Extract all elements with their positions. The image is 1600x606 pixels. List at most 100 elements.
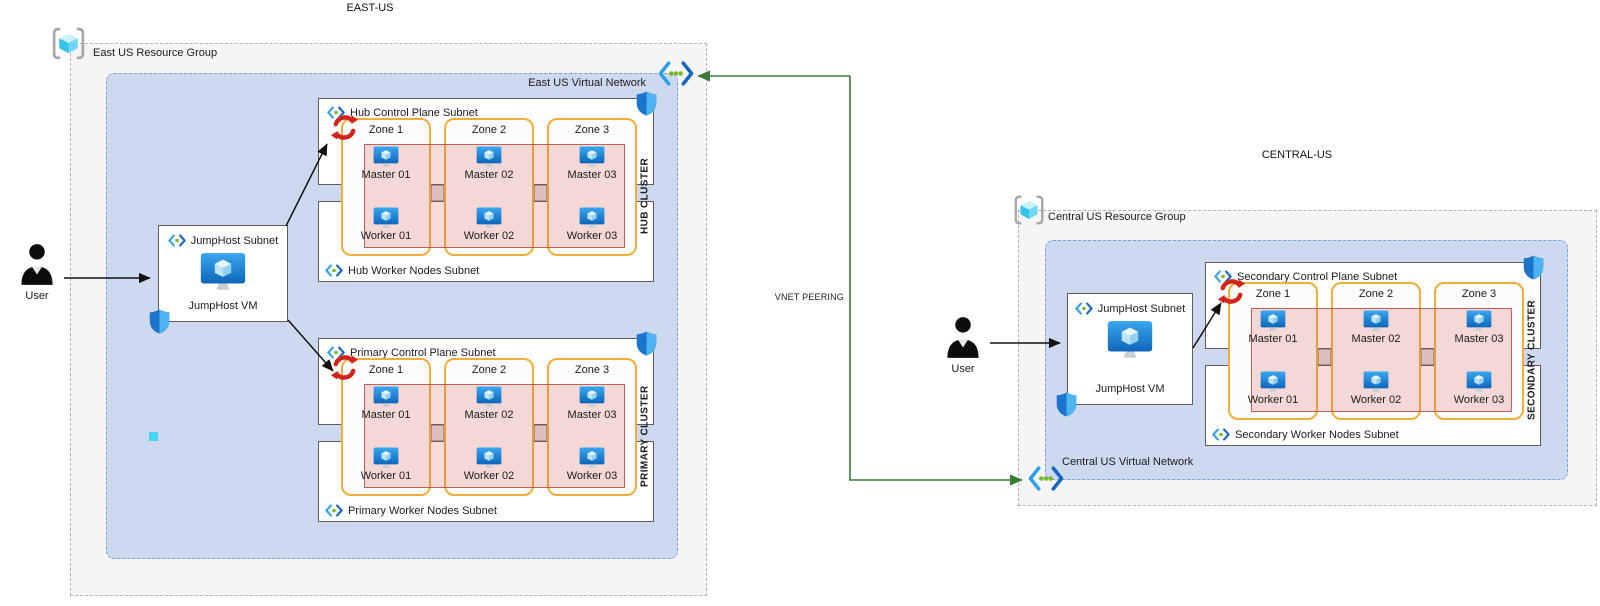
- vm-icon: [373, 146, 399, 168]
- master-node: Master 02: [1333, 310, 1419, 345]
- user-icon: [20, 243, 54, 289]
- worker-node: Worker 01: [343, 447, 429, 482]
- subnet-icon: [168, 234, 186, 247]
- zone-gap-connector: [534, 425, 547, 441]
- central-resource-group-label: Central US Resource Group: [1048, 211, 1186, 223]
- worker-node: Worker 02: [446, 207, 532, 242]
- nsg-shield-icon: [1523, 255, 1544, 280]
- vm-icon: [373, 207, 399, 229]
- master-node: Master 03: [549, 146, 635, 181]
- resource-group-icon: [50, 25, 87, 62]
- sync-arrows-icon: [1216, 276, 1247, 307]
- vm-icon: [1466, 371, 1492, 393]
- cluster-name: SECONDARY CLUSTER: [1526, 299, 1538, 421]
- node-label: Worker 02: [463, 470, 515, 482]
- vm-icon: [579, 386, 605, 408]
- master-node: Master 03: [1436, 310, 1522, 345]
- node-label: Master 01: [361, 169, 411, 181]
- zone-title: Zone 2: [471, 124, 507, 136]
- zone-gap-connector: [431, 185, 444, 201]
- worker-node: Worker 01: [1230, 371, 1316, 406]
- node-label: Worker 01: [360, 230, 412, 242]
- hub-cluster: Hub Control Plane Subnet Hub Worker Node…: [318, 98, 654, 282]
- vm-icon: [373, 386, 399, 408]
- vnet-peering-label: VNET PEERING: [774, 292, 844, 302]
- node-label: Master 02: [464, 169, 514, 181]
- master-node: Master 02: [446, 146, 532, 181]
- vm-icon: [1363, 310, 1389, 332]
- master-node: Master 02: [446, 386, 532, 421]
- node-label: Worker 02: [463, 230, 515, 242]
- master-node: Master 01: [343, 146, 429, 181]
- east-user: User: [10, 243, 64, 302]
- zone-title: Zone 2: [471, 364, 507, 376]
- primary-cluster: Primary Control Plane Subnet Primary Wor…: [318, 338, 654, 522]
- nsg-shield-icon: [636, 91, 657, 116]
- jumphost-subnet-label: JumpHost Subnet: [1097, 302, 1186, 315]
- worker-node: Worker 02: [1333, 371, 1419, 406]
- zone-title: Zone 3: [574, 124, 610, 136]
- zone-1: Zone 1 Master 01 Worker 01: [341, 118, 431, 256]
- node-label: Worker 02: [1350, 394, 1402, 406]
- zone-title: Zone 1: [368, 124, 404, 136]
- jumphost-subnet-label: JumpHost Subnet: [190, 234, 279, 247]
- node-label: Worker 01: [360, 470, 412, 482]
- primary-control-subnet-label: Primary Control Plane Subnet: [350, 346, 496, 359]
- node-label: Master 01: [361, 409, 411, 421]
- vm-icon: [579, 207, 605, 229]
- east-resource-group-label: East US Resource Group: [93, 47, 218, 59]
- vm-icon: [373, 447, 399, 469]
- vm-icon: [1107, 320, 1153, 360]
- vm-icon: [579, 146, 605, 168]
- master-node: Master 01: [1230, 310, 1316, 345]
- zone-title: Zone 3: [1461, 288, 1497, 300]
- zone-3: Zone 3 Master 03 Worker 03: [547, 358, 637, 496]
- worker-node: Worker 03: [1436, 371, 1522, 406]
- zone-2: Zone 2 Master 02 Worker 02: [1331, 282, 1421, 420]
- zone-1: Zone 1 Master 01 Worker 01: [1228, 282, 1318, 420]
- master-node: Master 03: [549, 386, 635, 421]
- node-label: Master 01: [1248, 333, 1298, 345]
- subnet-icon: [325, 264, 343, 277]
- jumphost-vm-label: JumpHost VM: [188, 300, 258, 312]
- node-label: Worker 03: [566, 470, 618, 482]
- secondary-worker-subnet-label: Secondary Worker Nodes Subnet: [1235, 428, 1399, 441]
- resource-group-icon: [1012, 193, 1046, 227]
- vm-icon: [1363, 371, 1389, 393]
- central-region-title: CENTRAL-US: [1261, 149, 1333, 161]
- jumphost-vm-label: JumpHost VM: [1095, 383, 1165, 395]
- zone-2: Zone 2 Master 02 Worker 02: [444, 118, 534, 256]
- vm-icon: [200, 252, 246, 292]
- node-label: Master 03: [567, 169, 617, 181]
- east-region-title: EAST-US: [346, 2, 394, 14]
- node-label: Worker 03: [1453, 394, 1505, 406]
- zone-3: Zone 3 Master 03 Worker 03: [547, 118, 637, 256]
- primary-worker-subnet-label: Primary Worker Nodes Subnet: [348, 504, 497, 517]
- worker-node: Worker 02: [446, 447, 532, 482]
- worker-node: Worker 01: [343, 207, 429, 242]
- master-node: Master 01: [343, 386, 429, 421]
- user-icon: [946, 316, 980, 362]
- central-jumphost-subnet-box: JumpHost Subnet JumpHost VM: [1067, 293, 1193, 405]
- zone-title: Zone 3: [574, 364, 610, 376]
- zone-title: Zone 1: [368, 364, 404, 376]
- subnet-icon: [1075, 302, 1093, 315]
- node-label: Master 03: [567, 409, 617, 421]
- nsg-shield-icon: [149, 309, 170, 334]
- nsg-shield-icon: [636, 331, 657, 356]
- central-user: User: [936, 316, 990, 375]
- central-vnet-label: Central US Virtual Network: [1062, 456, 1194, 468]
- node-label: Worker 01: [1247, 394, 1299, 406]
- vm-icon: [579, 447, 605, 469]
- vm-icon: [1260, 371, 1286, 393]
- subnet-icon: [1212, 428, 1230, 441]
- zone-gap-connector: [534, 185, 547, 201]
- node-label: Worker 03: [566, 230, 618, 242]
- hub-control-subnet-label: Hub Control Plane Subnet: [350, 106, 478, 119]
- zone-title: Zone 1: [1255, 288, 1291, 300]
- worker-node: Worker 03: [549, 207, 635, 242]
- cluster-name: HUB CLUSTER: [639, 157, 651, 235]
- sync-arrows-icon: [329, 112, 360, 143]
- vm-icon: [476, 146, 502, 168]
- worker-node: Worker 03: [549, 447, 635, 482]
